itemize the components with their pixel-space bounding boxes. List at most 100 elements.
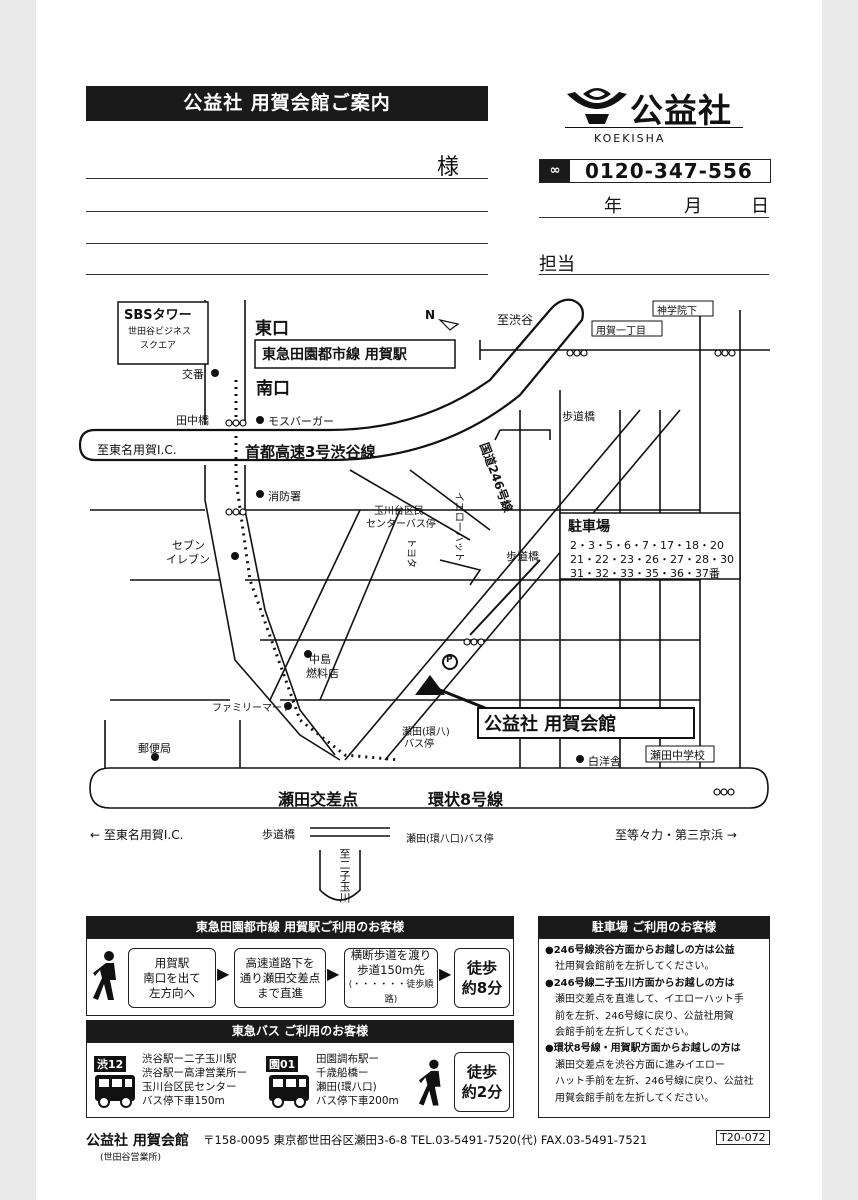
seta-busstop-label: バス停 — [404, 739, 434, 750]
to-todoroki-label: 至等々力・第三京浜 → — [615, 826, 737, 843]
arrow-right-icon: ▶ — [217, 964, 230, 983]
station-box — [254, 339, 456, 369]
east-exit-label: 東口 — [255, 319, 289, 339]
route-line: 渋谷駅ー二子玉川駅 — [142, 1053, 237, 1065]
koekisha-logo-icon — [567, 88, 627, 124]
blank-line — [86, 243, 488, 244]
route-line: バス停下車150m — [142, 1095, 225, 1107]
train-walk-time: 徒歩 約8分 — [454, 948, 510, 1008]
north-label: N — [425, 308, 436, 322]
footer-name: 公益社 用賀会館 — [86, 1133, 189, 1149]
step-line: 左方向へ — [149, 985, 195, 1000]
busstop-center-label: 玉川台区民 — [374, 506, 424, 517]
landmark-dot-icon — [151, 369, 584, 763]
expressway-road — [78, 298, 584, 462]
toyota-label: トヨタ — [405, 538, 416, 568]
parking-text: 前を左折、246号線に戻り、公益社用賀 — [545, 1010, 734, 1022]
youga1-box — [591, 320, 663, 337]
route-line: 瀬田(環八口) — [316, 1081, 377, 1093]
sama-label: 様 — [437, 155, 460, 180]
tanto-label: 担当 — [539, 254, 575, 275]
hodokyo-label: 歩道橋 — [506, 550, 539, 563]
parking-text: ●246号線渋谷方面からお越しの方は公益 — [545, 945, 735, 956]
blank-line — [86, 211, 488, 212]
yellowhat-label: イエローハット — [453, 492, 464, 562]
walking-person-icon — [93, 951, 116, 1000]
parking-text: 用賀会館手前を左折してください。 — [545, 1092, 715, 1104]
name-line — [86, 178, 488, 179]
post-office-label: 郵便局 — [138, 742, 171, 755]
route-line: 玉川台区民センター — [142, 1081, 237, 1093]
date-line — [539, 217, 769, 218]
hall-box — [477, 707, 695, 739]
walking-person-icon — [418, 1059, 441, 1106]
walk-line: 徒歩 — [466, 959, 497, 977]
to-futako-label: 至二子玉川 — [338, 848, 351, 903]
date-year: 年 — [604, 196, 622, 217]
parking-section-heading: 駐車場 ご利用のお客様 — [538, 916, 770, 938]
fire-station-label: 消防署 — [268, 490, 301, 503]
hall-leader — [439, 688, 491, 712]
step-line: 用賀駅 — [154, 955, 190, 970]
bus-icon — [269, 1075, 309, 1108]
sbs-sub-label: スクエア — [140, 341, 177, 351]
youga1-label: 用賀一丁目 — [596, 326, 646, 337]
step-line: 通り瀬田交差点 — [239, 970, 321, 985]
walk-line: 約8分 — [461, 979, 503, 997]
phone-box: ∞ 0120-347-556 — [539, 159, 771, 183]
arrow-right-icon: ▶ — [327, 964, 340, 983]
route-line: 田園調布駅ー — [316, 1053, 379, 1065]
parking-text: 瀬田交差点を渋谷方面に進みイエロー — [545, 1059, 725, 1071]
kanpachi-road — [89, 767, 769, 809]
expressway-label: 首都高速3号渋谷線 — [245, 443, 376, 461]
hodokyo2-label: 歩道橋 — [262, 828, 295, 841]
route-line: バス停下車200m — [316, 1095, 399, 1107]
seta-crossing-label: 瀬田交差点 — [278, 790, 359, 809]
north-arrow-icon — [438, 318, 460, 331]
parking-box — [559, 512, 741, 580]
parking-text: ●環状8号線・用賀駅方面からお越しの方は — [545, 1043, 741, 1055]
date-month: 月 — [684, 196, 702, 217]
right-arrow-icon: → — [726, 828, 737, 842]
train-step-3: 横断歩道を渡り 歩道150m先 (・・・・・・徒歩順路) — [344, 948, 438, 1008]
arrow-right-icon: ▶ — [439, 964, 452, 983]
step-line: まで直進 — [257, 985, 303, 1000]
nakajima-label: 中島 — [309, 653, 331, 666]
tanto-line — [539, 274, 769, 275]
seta-kanpachi-bus-label: 瀬田(環八口)バス停 — [406, 834, 494, 845]
right-scan-margin — [822, 0, 858, 1200]
step-line: 南口を出て — [143, 970, 201, 985]
train-step-2: 高速道路下を 通り瀬田交差点 まで直進 — [234, 948, 326, 1008]
to-shibuya-label: 至渋谷 — [497, 313, 534, 327]
mos-label: モスバーガー — [268, 415, 334, 428]
to-todoroki-text: 至等々力・第三京浜 — [615, 828, 724, 842]
seta-jhs-box — [645, 745, 715, 763]
seta-jhs-label: 瀬田中学校 — [650, 749, 705, 762]
busstop-center-label: センターバス停 — [366, 519, 436, 530]
left-arrow-icon: ← — [90, 828, 101, 842]
footer-branch: (世田谷営業所) — [100, 1153, 162, 1163]
free-dial-icon: ∞ — [540, 160, 570, 182]
step-line: 高速道路下を — [245, 955, 315, 970]
route246-road — [344, 409, 681, 761]
hall-label: 公益社 用賀会館 — [484, 714, 617, 735]
parking-title: 駐車場 — [568, 519, 610, 535]
jingu-label: 神学院下 — [657, 306, 697, 317]
familymart-label: ファミリーマート — [212, 703, 292, 714]
footer-address: 〒158-0095 東京都世田谷区瀬田3-6-8 TEL.03-5491-752… — [203, 1133, 648, 1147]
seta-busstop-label: 瀬田(環八) — [402, 727, 450, 738]
step-line: 歩道150m先 — [357, 963, 425, 977]
phone-number: 0120-347-556 — [584, 159, 753, 183]
walk-line: 約2分 — [461, 1083, 503, 1101]
koban-label: 交番 — [182, 368, 204, 381]
south-exit-label: 南口 — [256, 379, 290, 399]
footer-code: T20-072 — [716, 1130, 770, 1145]
left-scan-margin — [0, 0, 36, 1200]
eleven-label: イレブン — [166, 553, 210, 566]
sbs-tower-box — [117, 301, 209, 365]
parking-icon — [442, 654, 458, 670]
hodokyo-label: 歩道橋 — [562, 410, 595, 423]
parking-text: 会館手前を左折してください。 — [545, 1027, 695, 1039]
date-day: 日 — [751, 196, 769, 217]
parking-text: ●246号線二子玉川方面からお越しの方は — [545, 977, 735, 989]
